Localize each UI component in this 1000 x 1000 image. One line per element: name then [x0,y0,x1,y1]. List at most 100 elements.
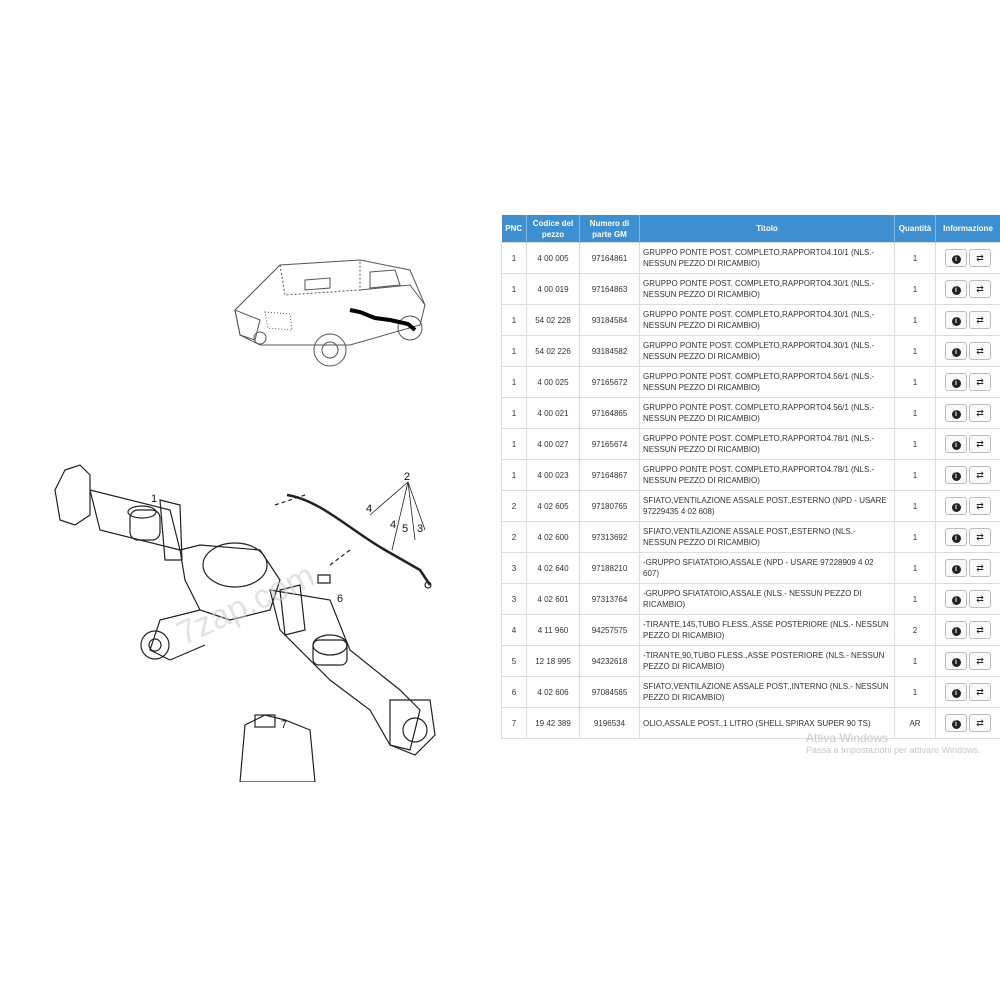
cell-pnc: 7 [501,707,527,739]
exchange-icon: ⇄ [976,408,984,418]
cell-codice: 4 02 601 [526,583,580,615]
info-button[interactable]: i [945,311,967,329]
cell-numero: 97180765 [579,490,640,522]
cell-quantita: 1 [894,335,936,367]
callout-6[interactable]: 6 [337,593,343,605]
cell-quantita: 1 [894,242,936,274]
cell-codice: 4 00 027 [526,428,580,460]
cell-quantita: 1 [894,521,936,553]
header-codice[interactable]: Codice del pezzo [526,215,580,243]
header-pnc[interactable]: PNC [501,215,527,243]
cell-titolo: -TIRANTE,145,TUBO FLESS.,ASSE POSTERIORE… [639,614,895,646]
exchange-button[interactable]: ⇄ [969,466,991,484]
cell-pnc: 1 [501,397,527,429]
callout-3[interactable]: 3 [417,523,423,535]
exchange-button[interactable]: ⇄ [969,311,991,329]
cell-pnc: 2 [501,521,527,553]
cell-pnc: 1 [501,366,527,398]
info-button[interactable]: i [945,528,967,546]
info-button[interactable]: i [945,590,967,608]
info-button[interactable]: i [945,683,967,701]
info-button[interactable]: i [945,404,967,422]
exchange-button[interactable]: ⇄ [969,714,991,732]
exchange-icon: ⇄ [976,470,984,480]
exchange-button[interactable]: ⇄ [969,683,991,701]
exchange-icon: ⇄ [976,687,984,697]
cell-numero: 97188210 [579,552,640,584]
cell-informazione: i⇄ [935,304,1000,336]
exchange-icon: ⇄ [976,656,984,666]
exchange-button[interactable]: ⇄ [969,404,991,422]
callout-4[interactable]: 4 [366,503,372,515]
cell-informazione: i⇄ [935,273,1000,305]
exchange-button[interactable]: ⇄ [969,249,991,267]
info-button[interactable]: i [945,652,967,670]
info-button[interactable]: i [945,280,967,298]
axle-illustration [54,464,436,782]
info-button[interactable]: i [945,342,967,360]
callout-1[interactable]: 1 [151,493,157,505]
info-circle-icon: i [951,689,961,698]
cell-titolo: SFIATO,VENTILAZIONE ASSALE POST.,ESTERNO… [639,521,895,553]
info-circle-icon: i [951,658,961,667]
info-button[interactable]: i [945,559,967,577]
info-circle-icon: i [951,441,961,450]
header-titolo[interactable]: Titolo [639,215,895,243]
info-button[interactable]: i [945,497,967,515]
callout-5[interactable]: 5 [402,523,408,535]
cell-titolo: OLIO,ASSALE POST.,1 LITRO (SHELL SPIRAX … [639,707,895,739]
activate-windows-hint: Passa a Impostazioni per attivare Window… [806,745,981,755]
callout-7[interactable]: 7 [281,719,287,731]
header-quantita[interactable]: Quantità [894,215,936,243]
header-numero[interactable]: Numero di parte GM [579,215,640,243]
info-button[interactable]: i [945,714,967,732]
info-button[interactable]: i [945,621,967,639]
info-circle-icon: i [951,627,961,636]
cell-numero: 93184582 [579,335,640,367]
exchange-button[interactable]: ⇄ [969,590,991,608]
cell-pnc: 1 [501,335,527,367]
exchange-icon: ⇄ [976,594,984,604]
info-button[interactable]: i [945,249,967,267]
exchange-button[interactable]: ⇄ [969,342,991,360]
table-header-row: PNC Codice del pezzo Numero di parte GM … [501,215,1000,243]
exchange-button[interactable]: ⇄ [969,497,991,515]
cell-codice: 54 02 226 [526,335,580,367]
cell-codice: 4 00 019 [526,273,580,305]
exchange-button[interactable]: ⇄ [969,528,991,546]
cell-pnc: 3 [501,552,527,584]
exchange-button[interactable]: ⇄ [969,559,991,577]
cell-quantita: 1 [894,397,936,429]
info-button[interactable]: i [945,435,967,453]
exchange-button[interactable]: ⇄ [969,280,991,298]
cell-titolo: SFIATO,VENTILAZIONE ASSALE POST.,ESTERNO… [639,490,895,522]
exchange-button[interactable]: ⇄ [969,621,991,639]
callout-2[interactable]: 2 [404,471,410,483]
exchange-icon: ⇄ [976,284,984,294]
callout-4b[interactable]: 4 [390,519,396,531]
exchange-button[interactable]: ⇄ [969,435,991,453]
exchange-button[interactable]: ⇄ [969,652,991,670]
cell-numero: 97164865 [579,397,640,429]
info-button[interactable]: i [945,466,967,484]
cell-pnc: 1 [501,459,527,491]
exchange-button[interactable]: ⇄ [969,373,991,391]
cell-titolo: GRUPPO PONTE POST. COMPLETO,RAPPORTO4.78… [639,428,895,460]
info-button[interactable]: i [945,373,967,391]
